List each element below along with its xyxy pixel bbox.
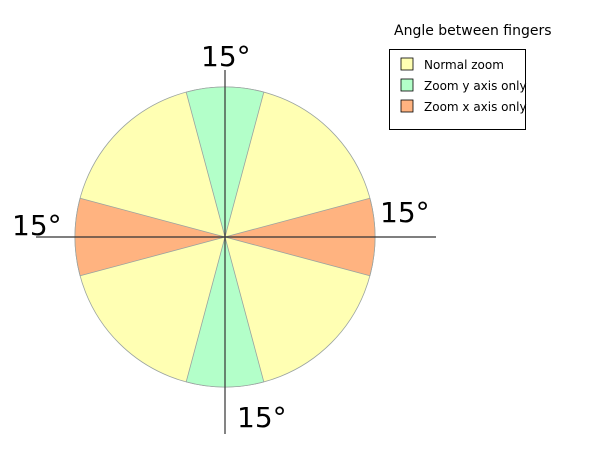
legend-swatch-zoom-y: [400, 78, 414, 92]
legend-swatch-normal-zoom: [400, 57, 414, 71]
legend-label-normal-zoom: Normal zoom: [424, 58, 504, 72]
angle-label-right: 15°: [380, 196, 430, 229]
legend-swatch-zoom-x: [400, 99, 414, 113]
angle-label-bottom: 15°: [237, 401, 287, 434]
legend-label-zoom-y: Zoom y axis only: [424, 79, 527, 93]
angle-label-left: 15°: [12, 209, 62, 242]
angle-label-top: 15°: [201, 40, 251, 73]
legend-title: Angle between fingers: [394, 23, 552, 39]
legend: Angle between fingers Normal zoom Zoom y…: [389, 23, 552, 130]
legend-label-zoom-x: Zoom x axis only: [424, 100, 527, 114]
